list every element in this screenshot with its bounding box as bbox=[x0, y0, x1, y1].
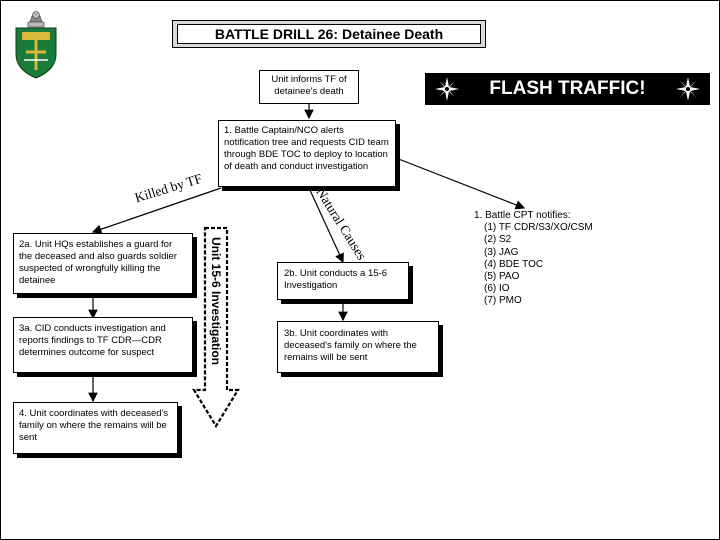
box-step4-text: 4. Unit coordinates with deceased's fami… bbox=[19, 408, 169, 443]
investigation-arrow-label-wrap: Unit 15-6 Investigation bbox=[205, 226, 227, 376]
connector-step1-to-notify bbox=[395, 157, 526, 210]
notification-item: (1) TF CDR/S3/XO/CSM bbox=[484, 222, 593, 234]
box-step1-text: 1. Battle Captain/NCO alerts notificatio… bbox=[224, 125, 389, 172]
box-step3b: 3b. Unit coordinates with deceased's fam… bbox=[277, 321, 439, 373]
compass-rose-icon bbox=[675, 77, 700, 101]
box-step2b: 2b. Unit conducts a 15-6 Investigation bbox=[277, 262, 409, 300]
flash-traffic-label: FLASH TRAFFIC! bbox=[489, 78, 646, 99]
box-step2b-text: 2b. Unit conducts a 15-6 Investigation bbox=[284, 268, 387, 291]
box-unit-informs-tf-text: Unit informs TF of detainee's death bbox=[271, 74, 347, 97]
investigation-arrow-label: Unit 15-6 Investigation bbox=[209, 236, 223, 366]
page-title: BATTLE DRILL 26: Detainee Death bbox=[177, 24, 481, 44]
title-main: BATTLE DRILL 26: bbox=[214, 26, 338, 42]
notification-item: (7) PMO bbox=[484, 295, 522, 307]
box-step3b-text: 3b. Unit coordinates with deceased's fam… bbox=[284, 328, 417, 363]
notification-item: (6) IO bbox=[484, 283, 510, 295]
notification-list: 1. Battle CPT notifies: (1) TF CDR/S3/XO… bbox=[474, 210, 634, 308]
notification-item: (3) JAG bbox=[484, 246, 519, 258]
box-step2a-text: 2a. Unit HQs establishes a guard for the… bbox=[19, 239, 177, 286]
flash-traffic-banner: FLASH TRAFFIC! bbox=[425, 73, 710, 105]
box-step3a: 3a. CID conducts investigation and repor… bbox=[13, 317, 193, 373]
box-step4: 4. Unit coordinates with deceased's fami… bbox=[13, 402, 178, 454]
investigation-arrow bbox=[192, 226, 240, 429]
notification-item: (2) S2 bbox=[484, 234, 512, 246]
compass-rose-icon bbox=[435, 77, 459, 101]
notification-list-header: 1. Battle CPT notifies: bbox=[474, 210, 571, 221]
notification-item: (5) PAO bbox=[484, 271, 520, 283]
unit-crest-icon bbox=[15, 11, 57, 79]
title-sub: Detainee Death bbox=[342, 26, 444, 42]
notification-item: (4) BDE TOC bbox=[484, 258, 544, 270]
box-unit-informs-tf: Unit informs TF of detainee's death bbox=[259, 70, 359, 104]
box-step1: 1. Battle Captain/NCO alerts notificatio… bbox=[218, 120, 396, 187]
box-step3a-text: 3a. CID conducts investigation and repor… bbox=[19, 323, 166, 358]
title-frame: BATTLE DRILL 26: Detainee Death bbox=[172, 20, 486, 48]
box-step2a: 2a. Unit HQs establishes a guard for the… bbox=[13, 233, 193, 294]
connector-step1-to-killed bbox=[91, 187, 222, 234]
connector-step1-to-natural bbox=[308, 187, 344, 264]
